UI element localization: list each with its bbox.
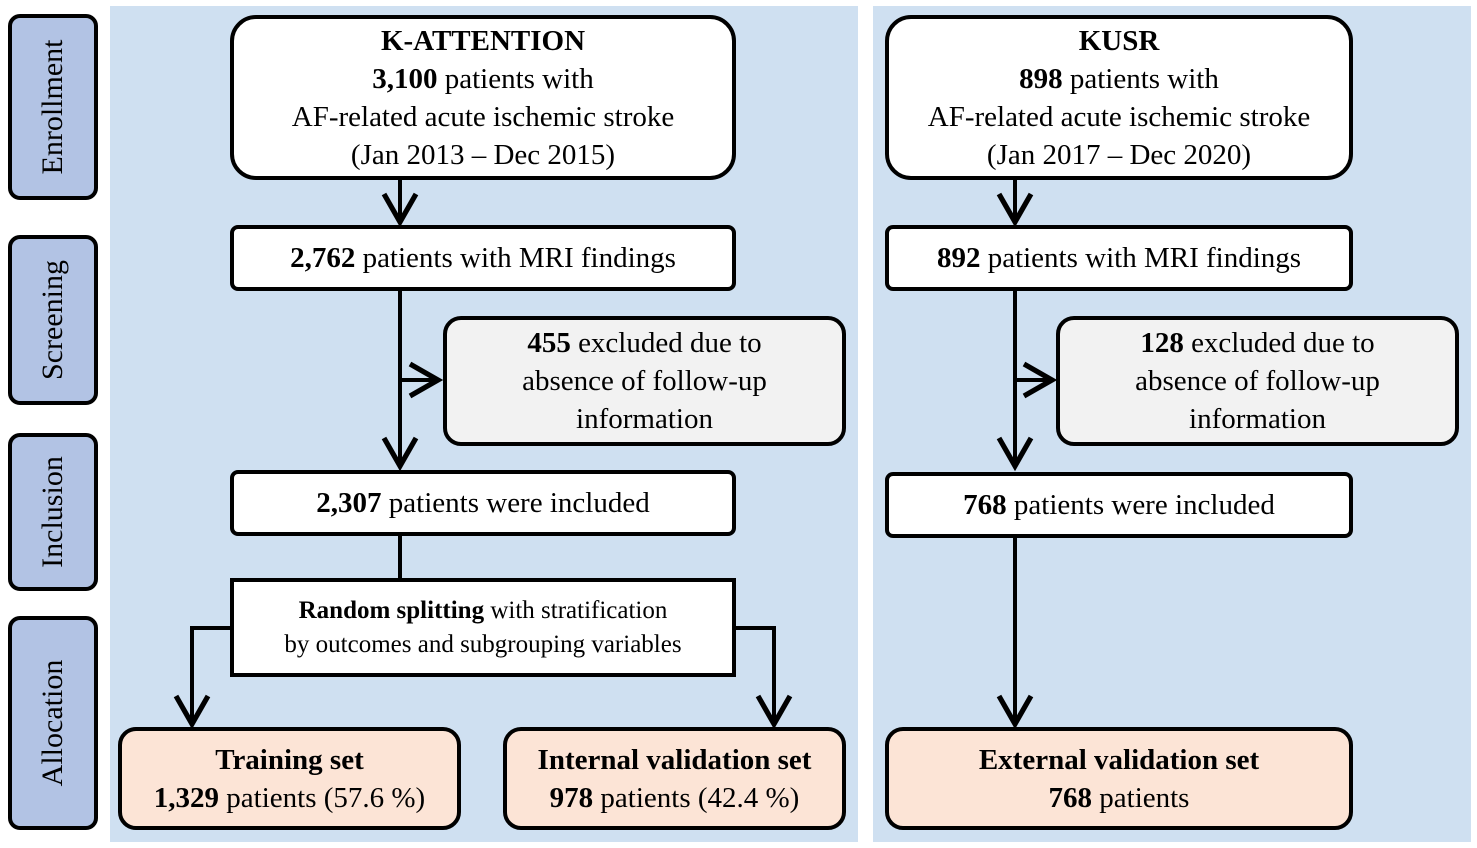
internal-validation-title: Internal validation set [537, 743, 812, 776]
arrow-split-to-internal [735, 626, 793, 730]
training-set-box: Training set 1,329 patients (57.6 %) [118, 727, 461, 830]
random-splitting-bold: Random splitting [298, 596, 485, 624]
kusr-excluded-box: 128 excluded due to absence of follow-up… [1056, 316, 1459, 446]
k-attention-excluded-line3: information [576, 403, 713, 435]
stage-enrollment: Enrollment [8, 14, 98, 200]
k-attention-excluded-box: 455 excluded due to absence of follow-up… [443, 316, 846, 446]
random-splitting-line2: by outcomes and subgrouping variables [284, 630, 682, 658]
k-attention-title: K-ATTENTION [380, 24, 586, 57]
kusr-excluded-count: 128 [1140, 327, 1184, 359]
kusr-title: KUSR [1078, 24, 1160, 57]
k-attention-period: (Jan 2013 – Dec 2015) [350, 138, 616, 171]
kusr-included-box: 768 patients were included [885, 472, 1353, 538]
training-set-label: patients (57.6 %) [219, 781, 426, 814]
k-attention-enrollment-box: K-ATTENTION 3,100 patients with AF-relat… [230, 15, 736, 180]
kusr-enrolled-label: patients with [1062, 62, 1219, 95]
kusr-period: (Jan 2017 – Dec 2020) [986, 138, 1252, 171]
training-set-count: 1,329 [153, 781, 220, 814]
k-attention-excluded-line2: absence of follow-up [522, 365, 767, 397]
internal-validation-label: patients (42.4 %) [593, 781, 800, 814]
stage-inclusion: Inclusion [8, 433, 98, 591]
k-attention-mri-label: patients with MRI findings [355, 242, 676, 274]
kusr-included-label: patients were included [1006, 489, 1275, 521]
stage-screening: Screening [8, 235, 98, 405]
kusr-included-count: 768 [963, 489, 1007, 521]
random-splitting-box: Random splitting with stratification by … [230, 578, 736, 677]
k-attention-mri-count: 2,762 [290, 242, 356, 274]
k-attention-enrolled-count: 3,100 [372, 62, 438, 95]
kusr-mri-label: patients with MRI findings [980, 242, 1302, 274]
external-validation-count: 768 [1048, 781, 1093, 814]
kusr-enrollment-box: KUSR 898 patients with AF-related acute … [885, 15, 1353, 180]
k-attention-included-count: 2,307 [316, 487, 382, 519]
kusr-excluded-line1: excluded due to [1183, 327, 1375, 359]
random-splitting-line1: with stratification [484, 596, 668, 624]
internal-validation-count: 978 [549, 781, 594, 814]
k-attention-excluded-count: 455 [527, 327, 571, 359]
external-validation-title: External validation set [978, 743, 1260, 776]
k-attention-included-box: 2,307 patients were included [230, 470, 736, 536]
internal-validation-box: Internal validation set 978 patients (42… [503, 727, 846, 830]
kusr-enrolled-count: 898 [1019, 62, 1063, 95]
arrow-split-to-training [173, 626, 232, 730]
stage-allocation: Allocation [8, 616, 98, 830]
k-attention-excluded-line1: excluded due to [570, 327, 762, 359]
k-attention-condition: AF-related acute ischemic stroke [291, 100, 675, 133]
kusr-condition: AF-related acute ischemic stroke [927, 100, 1311, 133]
external-validation-label: patients [1092, 781, 1190, 814]
k-attention-included-label: patients were included [381, 487, 650, 519]
kusr-excluded-line3: information [1189, 403, 1326, 435]
k-attention-enrolled-label: patients with [437, 62, 594, 95]
k-attention-screening-box: 2,762 patients with MRI findings [230, 225, 736, 291]
kusr-excluded-line2: absence of follow-up [1135, 365, 1380, 397]
external-validation-box: External validation set 768 patients [885, 727, 1353, 830]
kusr-screening-box: 892 patients with MRI findings [885, 225, 1353, 291]
kusr-mri-count: 892 [936, 242, 981, 274]
training-set-title: Training set [215, 743, 364, 776]
